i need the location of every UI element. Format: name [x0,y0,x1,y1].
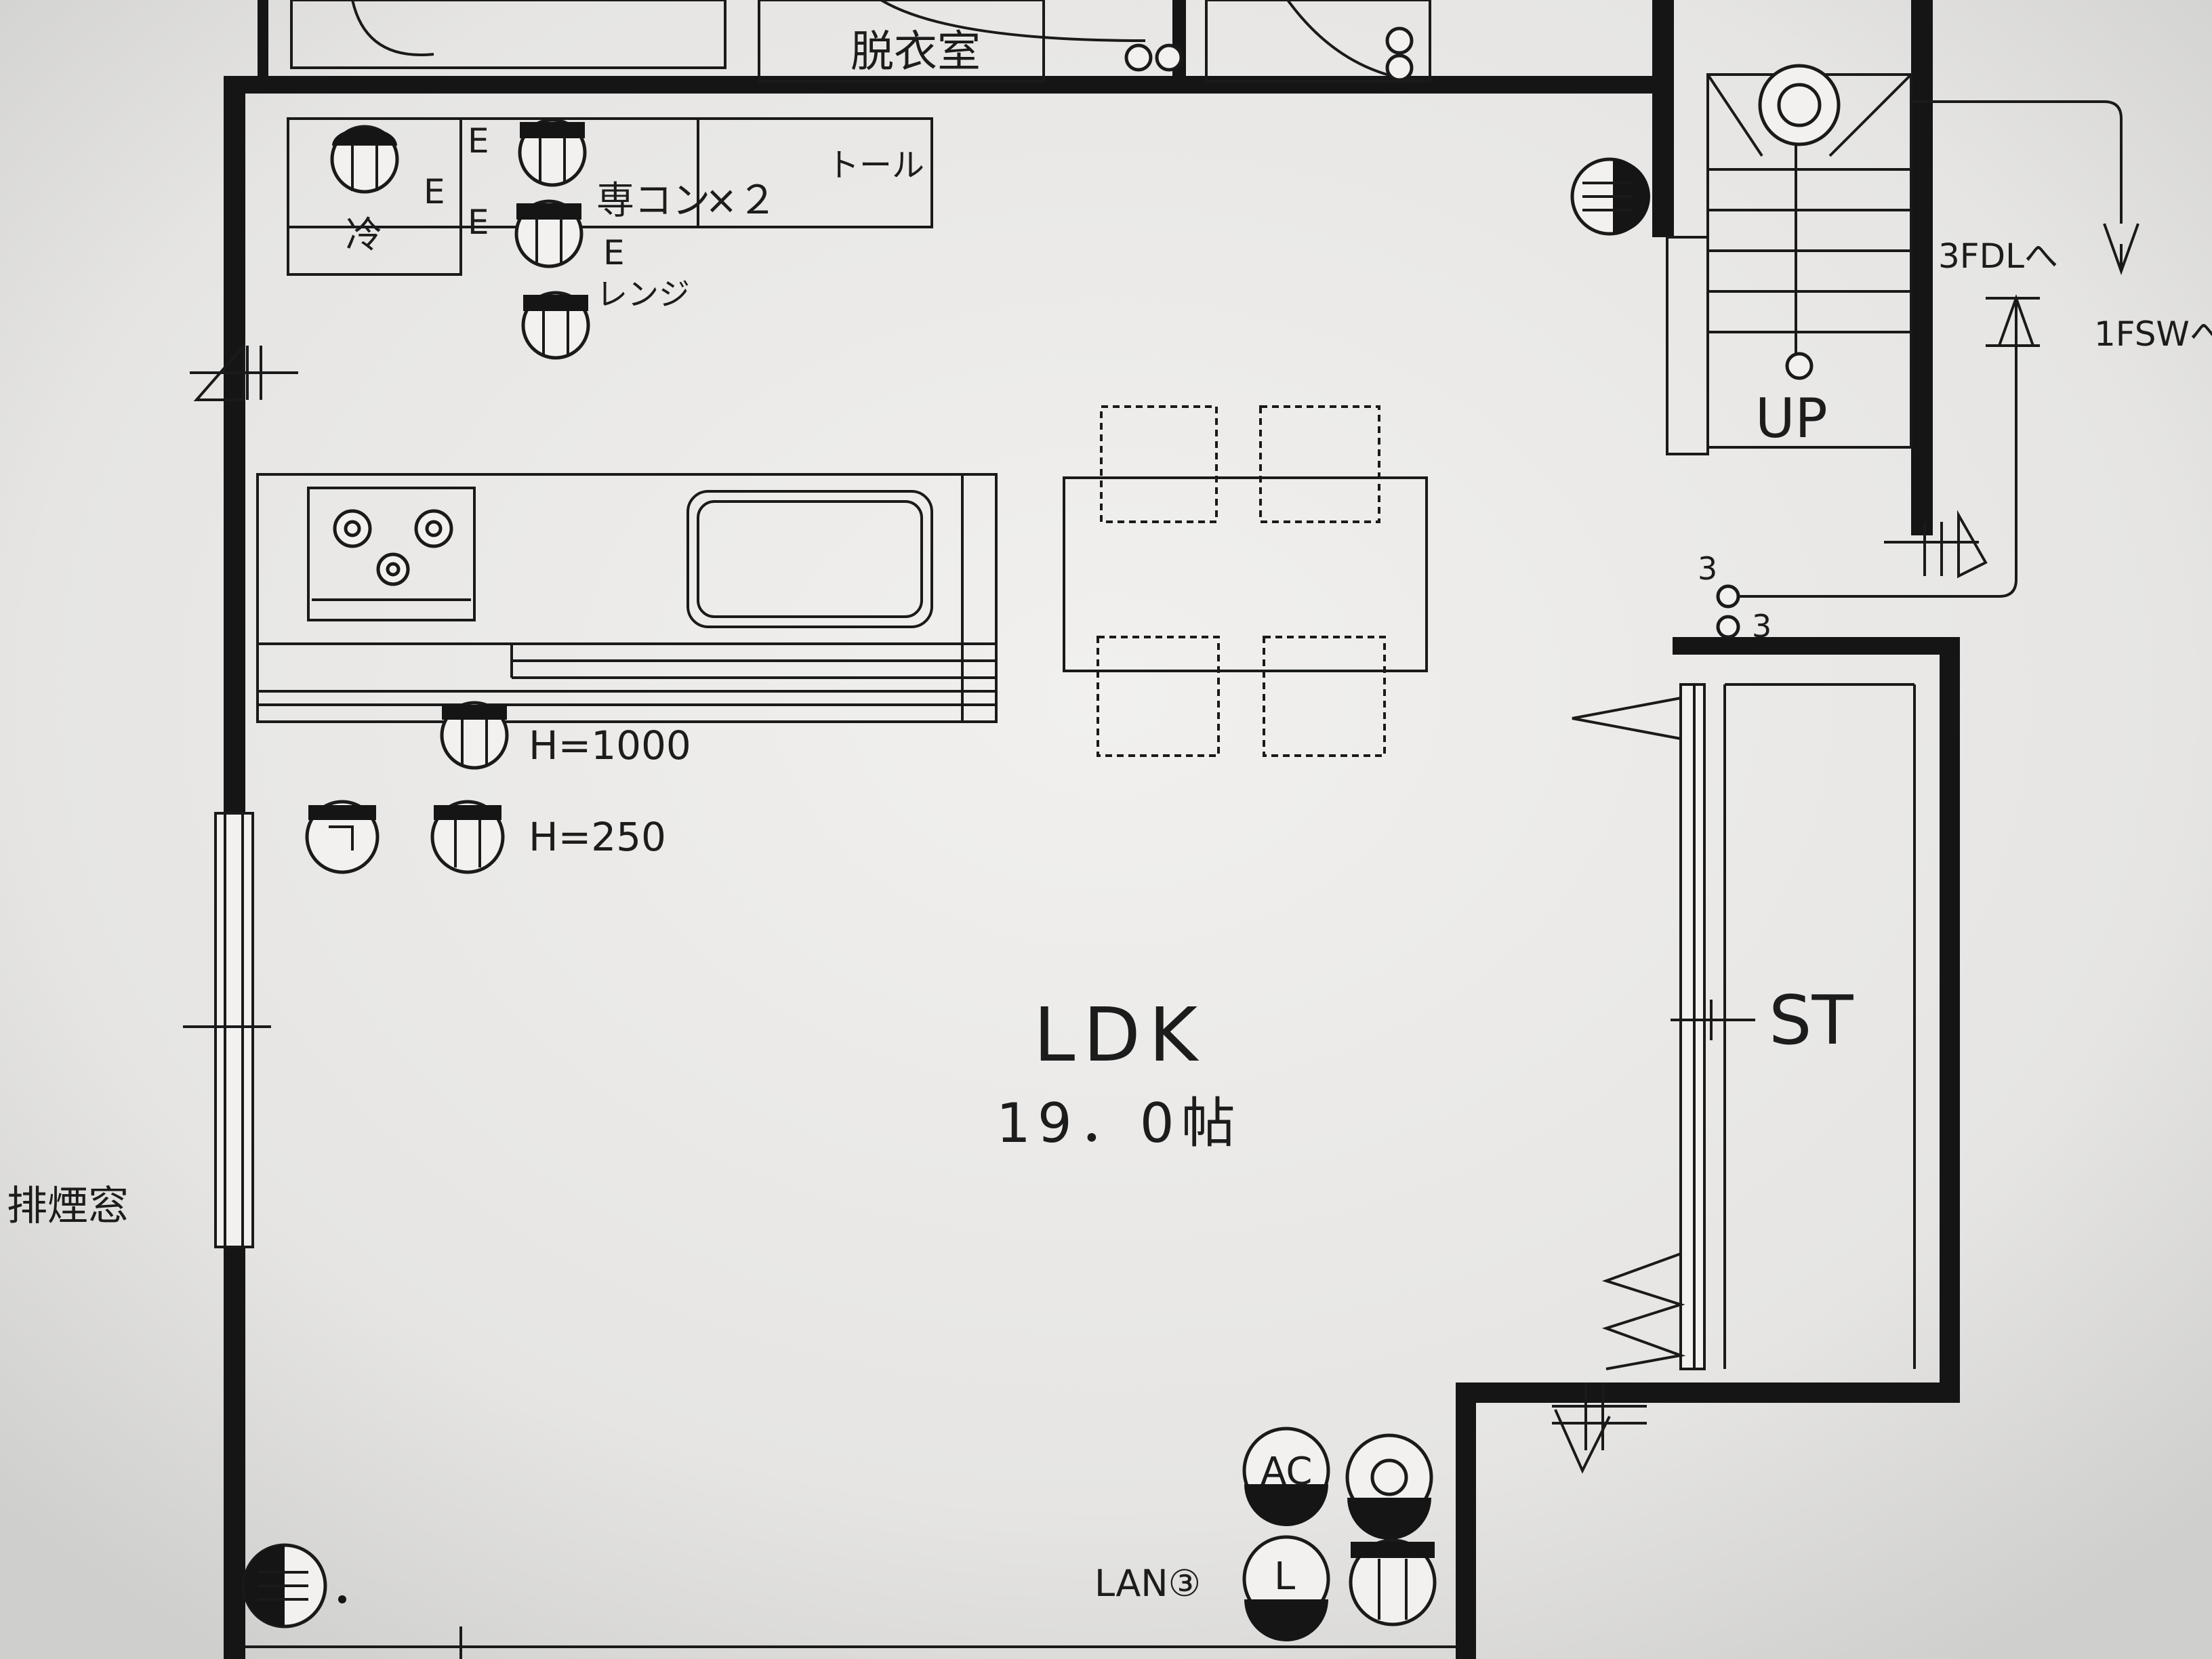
height-outlets: H=1000 H=250 [305,701,691,874]
range-label: レンジ [596,276,690,312]
window-mark-top [190,342,298,401]
earth-label-4: E [603,233,625,272]
wall-top-left-upper [258,0,268,76]
toll-label: トール [827,146,924,184]
wall-far-right [1911,0,1933,535]
ac-label: AC [1261,1450,1312,1494]
fridge-label: 冷 [346,213,382,256]
outlet-double [1349,1538,1437,1626]
upper-rooms: 脱衣室 [290,0,1431,83]
wall-left-lower [224,1247,245,1659]
chair-3 [1097,636,1220,757]
dining-table [1063,476,1428,672]
wiring-right: 3FDLへ 1FSWへ [1728,100,2212,598]
kitchen-back-counter: トール ×２ [287,117,933,276]
times2-label: ×２ [705,177,777,223]
h250-label: H=250 [529,814,666,860]
wall-top [224,76,1674,94]
walls [224,0,1960,1659]
storage: ST [1572,683,1916,1370]
wall-top-mid1 [1172,0,1186,85]
earth-label-3: E [468,203,489,242]
lan-label: LAN③ [1094,1562,1201,1605]
wall-top-right [1652,0,1674,237]
switch-3-label-1: 3 [1698,550,1717,587]
kitchen-island [256,473,998,723]
earth-label-1: E [424,172,445,211]
top-room-label: 脱衣室 [851,27,981,77]
earth-label-2: E [468,121,489,161]
chair-2 [1259,405,1380,523]
stairs-up-label: UP [1755,387,1828,450]
light-l-label: L [1274,1555,1295,1599]
wall-left [224,76,245,815]
dining-set [1063,405,1428,757]
chair-1 [1100,405,1218,523]
h1000-label: H=1000 [529,722,691,769]
switch-3-label-2: 3 [1752,608,1771,644]
wall-st-right [1940,637,1960,1403]
ldk-label: LDK [1033,991,1206,1078]
to-3fdl-label: 3FDLへ [1938,237,2058,276]
three-way-switches: 3 3 [1698,550,1771,644]
stairs: UP [1666,64,1912,455]
bottom-outlet-cluster: AC L LAN③ [1094,1427,1437,1641]
ceiling-light [1570,157,1650,236]
fridge-outlets: 冷 E [330,125,445,256]
wall-st-top [1673,637,1957,655]
smoke-window-label: 排煙窓 [7,1183,129,1230]
wall-st-bottom [1456,1382,1960,1403]
to-1fsw-label: 1FSWへ [2094,314,2212,354]
window-mark-right [1884,510,1988,579]
dedicated-outlets: E E E 専コン レンジ [468,118,710,360]
ldk-area-label: 19．0帖 [996,1092,1242,1155]
wall-bottom-stub [1456,1382,1476,1659]
storage-label: ST [1769,981,1853,1060]
sink [687,490,933,628]
smoke-window: 排煙窓 [7,812,271,1248]
window-mark-bottom [1552,1382,1647,1474]
bottom-left-light [242,1543,346,1629]
dedicated-outlet-label: 専コン [596,179,710,223]
chair-4 [1263,636,1386,757]
